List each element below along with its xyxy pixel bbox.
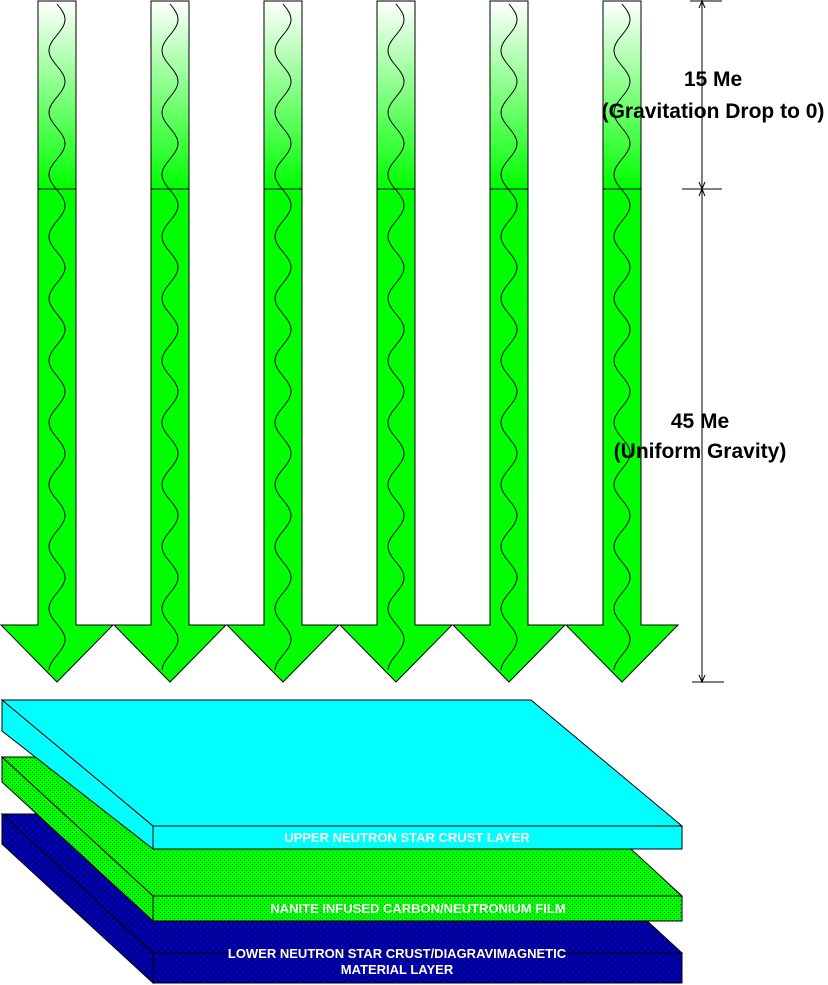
upper-layer-front-face <box>152 825 683 850</box>
gravity-arrows <box>0 0 680 683</box>
arrow-wave-line <box>387 3 405 671</box>
dimension-arrowhead-mid-down <box>698 187 706 197</box>
arrow-wave-line <box>161 3 179 671</box>
lower-layer-label-line2: MATERIAL LAYER <box>341 962 454 977</box>
arrow-fade-section <box>263 0 303 190</box>
arrow-fade-section <box>602 0 642 190</box>
gravity-arrow <box>338 0 454 683</box>
gravity-arrow <box>451 0 567 683</box>
arrow-body <box>451 188 567 683</box>
dimension-arrowhead-bottom <box>698 674 706 684</box>
arrow-body <box>0 188 115 683</box>
film-layer-label: NANITE INFUSED CARBON/NEUTRONIUM FILM <box>270 901 565 916</box>
film-layer-front-face <box>152 895 683 922</box>
lower-dimension-value: 45 Me <box>671 410 729 433</box>
dimension-arrowhead-top <box>698 0 706 9</box>
arrow-fade-section <box>489 0 529 190</box>
upper-layer-label: UPPER NEUTRON STAR CRUST LAYER <box>284 830 530 845</box>
gravity-arrow <box>112 0 228 683</box>
arrow-fade-section <box>37 0 77 190</box>
lower-layer-front-face <box>152 952 683 984</box>
arrow-body <box>564 188 680 683</box>
upper-dimension-description: (Gravitation Drop to 0) <box>602 100 825 123</box>
arrow-wave-line <box>48 3 66 671</box>
arrow-body <box>338 188 454 683</box>
arrow-fade-section <box>376 0 416 190</box>
gravity-arrow <box>564 0 680 683</box>
arrow-body <box>225 188 341 683</box>
upper-crust-layer: UPPER NEUTRON STAR CRUST LAYER <box>0 698 684 851</box>
arrow-wave-line <box>500 3 518 671</box>
arrow-fade-section <box>150 0 190 190</box>
arrow-wave-line <box>274 3 292 671</box>
dimension-lines <box>682 0 724 684</box>
arrow-wave-line <box>613 3 631 671</box>
lower-layer-label-line1: LOWER NEUTRON STAR CRUST/DIAGRAVIMAGNETI… <box>228 946 567 961</box>
arrow-body <box>112 188 228 683</box>
upper-dimension-value: 15 Me <box>684 68 742 91</box>
gravity-arrow <box>225 0 341 683</box>
lower-dimension-description: (Uniform Gravity) <box>614 440 787 463</box>
gravity-arrow <box>0 0 115 683</box>
